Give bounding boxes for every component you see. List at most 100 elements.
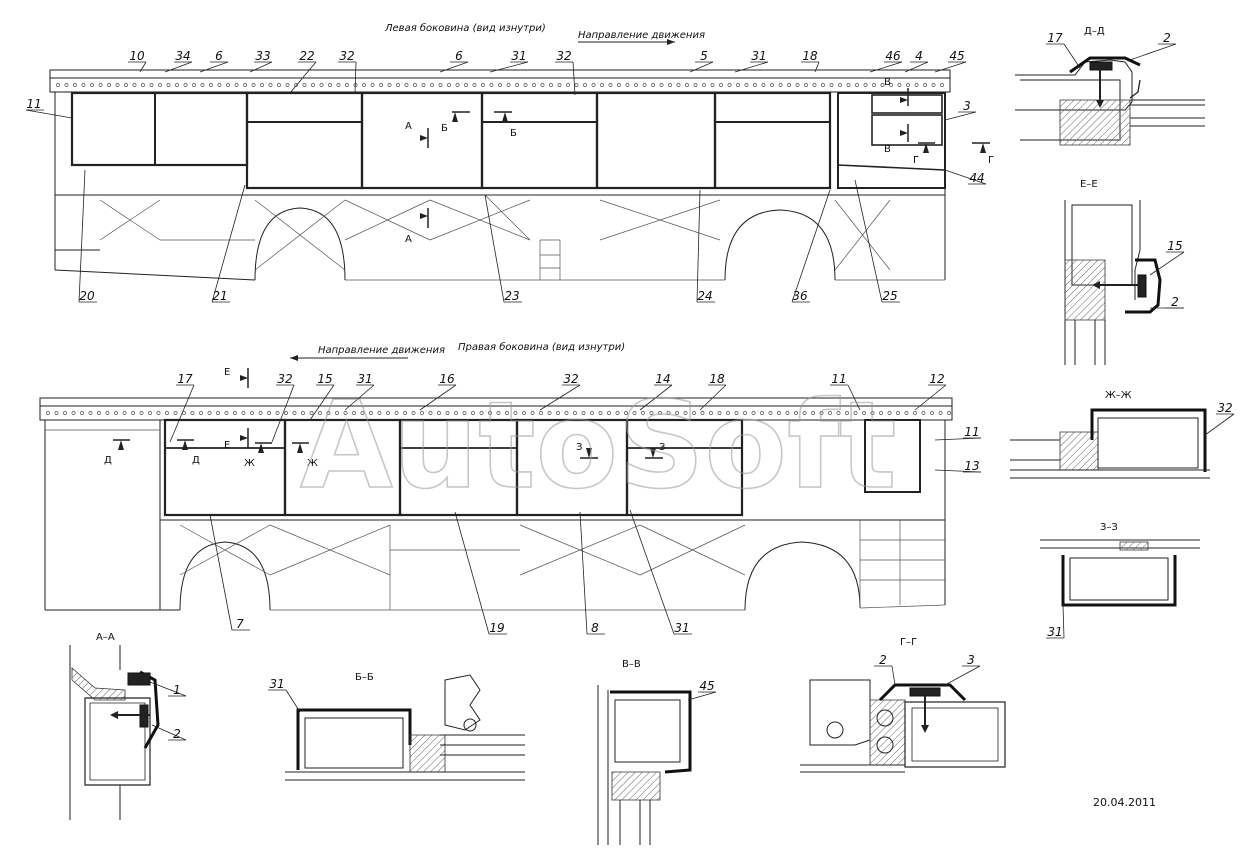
- callout-number: 32: [563, 372, 578, 386]
- callout-number: 18: [802, 49, 818, 63]
- callout-number: 23: [504, 289, 519, 303]
- callout-number: 2: [1171, 295, 1179, 309]
- callout-number: 10: [129, 49, 145, 63]
- right-view-title: Правая боковина (вид изнутри): [458, 341, 625, 353]
- section-zz: З–З 31: [1040, 522, 1200, 639]
- callout-number: 12: [929, 372, 944, 386]
- right-window-frames: [163, 418, 921, 517]
- right-front-wheel-arch: [744, 541, 861, 611]
- callout-number: 31: [511, 49, 526, 63]
- callout-number: 21: [212, 289, 227, 303]
- callout-number: 32: [556, 49, 571, 63]
- svg-text:Б: Б: [510, 128, 517, 139]
- right-section-marks: Е Е Д Д Ж Ж З З: [104, 367, 665, 469]
- section-aa: А–А 1 2: [69, 632, 187, 820]
- svg-text:А: А: [405, 121, 412, 132]
- left-view-direction: Направление движения: [578, 30, 705, 41]
- callout-number: 3: [963, 99, 971, 113]
- svg-text:Ж: Ж: [244, 458, 255, 469]
- callout-number: 17: [177, 372, 193, 386]
- section-gg-title: Г–Г: [900, 637, 917, 648]
- svg-text:Д: Д: [104, 455, 112, 466]
- callout-number: 8: [591, 621, 599, 635]
- left-window-frames: [70, 91, 946, 190]
- callout-number: 15: [317, 372, 332, 386]
- section-vv: В–В 45: [597, 659, 717, 845]
- section-dd-title: Д–Д: [1084, 26, 1105, 37]
- callout-number: 31: [1047, 625, 1062, 639]
- svg-text:Б: Б: [441, 123, 448, 134]
- callout-number: 14: [655, 372, 670, 386]
- callout-number: 32: [1217, 401, 1232, 415]
- section-zhzh: Ж–Ж 32: [1010, 390, 1235, 479]
- drawing-date: 20.04.2011: [1093, 796, 1156, 809]
- svg-text:Г: Г: [988, 155, 994, 166]
- section-zhzh-title: Ж–Ж: [1105, 390, 1132, 401]
- svg-text:З: З: [659, 442, 665, 453]
- callout-number: 7: [236, 617, 244, 631]
- callout-number: 20: [79, 289, 95, 303]
- callout-number: 31: [269, 677, 284, 691]
- section-gg: Г–Г 2 3: [800, 637, 1006, 773]
- callout-number: 6: [215, 49, 223, 63]
- svg-text:Е: Е: [224, 367, 230, 378]
- callout-number: 31: [357, 372, 372, 386]
- svg-text:В: В: [884, 144, 891, 155]
- callout-number: 46: [885, 49, 901, 63]
- section-vv-title: В–В: [622, 659, 641, 670]
- callout-number: 32: [339, 49, 354, 63]
- callout-number: 31: [751, 49, 766, 63]
- callout-number: 34: [175, 49, 190, 63]
- callout-number: 1: [173, 683, 181, 697]
- callout-number: 11: [831, 372, 846, 386]
- svg-text:Д: Д: [192, 455, 200, 466]
- callout-number: 11: [964, 425, 979, 439]
- section-bb: Б–Б 31: [268, 672, 525, 781]
- callout-number: 25: [882, 289, 897, 303]
- left-view-title: Левая боковина (вид изнутри): [384, 22, 546, 34]
- callout-number: 32: [277, 372, 292, 386]
- left-rail-holes: [56, 83, 944, 87]
- callout-number: 33: [255, 49, 270, 63]
- left-front-wheel-arch: [724, 209, 836, 281]
- callout-number: 45: [949, 49, 964, 63]
- left-top-rail: [49, 77, 951, 93]
- callout-number: 16: [439, 372, 455, 386]
- section-ee: Е–Е 15 2: [1064, 179, 1185, 365]
- left-side-view: Левая боковина (вид изнутри) Направление…: [25, 22, 994, 303]
- left-rear-wheel-arch: [254, 207, 346, 281]
- section-ee-title: Е–Е: [1080, 179, 1098, 190]
- callout-number: 44: [969, 171, 984, 185]
- callout-number: 31: [674, 621, 689, 635]
- callout-number: 36: [792, 289, 808, 303]
- callout-number: 2: [879, 653, 887, 667]
- svg-text:А: А: [405, 234, 412, 245]
- svg-text:Е: Е: [224, 440, 230, 451]
- callout-number: 2: [173, 727, 181, 741]
- section-zz-title: З–З: [1100, 522, 1118, 533]
- callout-number: 4: [915, 49, 923, 63]
- section-aa-title: А–А: [96, 632, 115, 643]
- right-rail-holes: [46, 411, 951, 415]
- callout-number: 11: [26, 97, 41, 111]
- left-section-marks: А Б Б В В Г Г А: [405, 77, 994, 245]
- svg-text:Ж: Ж: [307, 458, 318, 469]
- svg-text:Г: Г: [913, 155, 919, 166]
- callout-number: 17: [1047, 31, 1063, 45]
- callout-number: 24: [697, 289, 712, 303]
- direction-arrowhead: [667, 39, 675, 45]
- svg-text:В: В: [884, 77, 891, 88]
- section-bb-title: Б–Б: [355, 672, 374, 683]
- right-view-direction: Направление движения: [318, 345, 445, 356]
- callout-number: 45: [699, 679, 714, 693]
- right-side-view: Правая боковина (вид изнутри) Направлени…: [39, 341, 982, 635]
- callout-number: 13: [964, 459, 979, 473]
- callout-number: 18: [709, 372, 725, 386]
- callout-number: 3: [967, 653, 975, 667]
- callout-number: 22: [299, 49, 314, 63]
- callout-number: 15: [1167, 239, 1182, 253]
